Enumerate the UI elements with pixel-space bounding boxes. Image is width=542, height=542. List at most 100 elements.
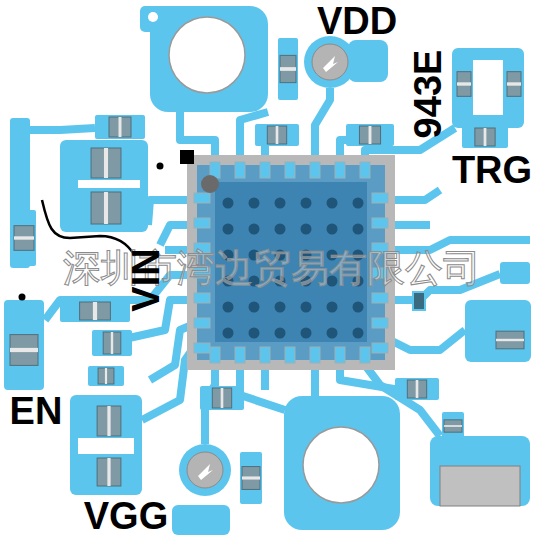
ic-pin [194,343,210,353]
trace [365,365,440,436]
smd-component [494,320,526,360]
thermal-via [353,224,364,235]
ic-pin [235,347,245,363]
smd-component [505,56,523,112]
trace [142,350,192,420]
smd-component [10,335,38,366]
smd-component [12,210,36,266]
trace [390,330,465,350]
small-pad [440,466,520,506]
smd-component [346,124,394,146]
smd-component [105,368,107,384]
smd-component [278,38,298,100]
thermal-via [327,328,338,339]
thermal-via [275,224,286,235]
smd-component [104,192,108,224]
smd-component [267,126,286,144]
copper [172,505,230,535]
smd-component [475,128,495,146]
smd-component [14,236,34,239]
smd-component [255,124,299,146]
thermal-via [249,328,260,339]
smd-component [111,332,113,354]
smd-component [200,386,244,410]
ic-pin [372,193,388,203]
smd-component [276,126,279,144]
net-label: VIN [127,248,165,311]
smd-component [221,388,224,408]
white-gap [78,438,134,454]
smd-component [242,476,260,479]
ic-pin [372,293,388,303]
ic-pin [335,162,345,178]
copper [70,395,142,495]
ic-pin [235,162,245,178]
smd-component [507,72,521,97]
white-gap [78,180,140,188]
test-point [148,12,158,22]
ic-pin [194,218,210,228]
thermal-via [353,302,364,313]
smd-component [72,146,140,180]
smd-component [369,126,372,144]
smd-component [455,56,473,112]
ic-pin [194,318,210,328]
ic-pin [260,162,270,178]
silkscreen-line [42,200,135,256]
ic-pin [310,162,320,178]
ic-pin [194,293,210,303]
smd-component [82,404,136,438]
smd-component [280,55,296,82]
smd-component [60,300,130,322]
smd-component [444,420,462,432]
pin1-marker [157,163,164,170]
mounting-hole [303,427,379,503]
ic-pin [260,347,270,363]
smd-component [82,456,136,488]
thermal-via [327,224,338,235]
thermal-via [353,198,364,209]
thermal-via [301,224,312,235]
trace [315,88,330,160]
copper [465,300,531,362]
net-label: VDD [317,2,397,40]
copper [284,396,400,530]
smd-component [93,302,97,320]
net-label: TRG [452,151,532,189]
smd-component [255,124,299,146]
smd-component [212,388,231,408]
smd-component [395,378,439,400]
thermal-via [275,328,286,339]
smd-component [91,192,121,224]
pin1-marker [180,150,194,164]
smd-component [109,117,131,137]
copper [140,6,174,32]
small-pad [413,292,425,310]
smd-component [462,126,508,148]
ic-pin [372,343,388,353]
smd-component [91,148,121,178]
pin1-marker [19,294,26,301]
smd-component [505,56,523,112]
test-point [323,56,338,72]
smd-component [494,320,526,360]
ic-pin [360,162,370,178]
test-point [312,44,348,80]
smd-component [119,117,122,137]
smd-component [457,72,471,97]
thermal-via [249,302,260,313]
copper [430,436,530,506]
smd-component [80,302,111,320]
ic-pin [285,162,295,178]
thermal-via [223,198,234,209]
smd-component [242,467,260,490]
thermal-via [249,224,260,235]
smd-component [10,348,38,352]
smd-component [95,115,145,139]
smd-component [240,452,262,504]
watermark: 深圳市湾边贸易有限公司 [63,249,481,287]
ic-pin [372,318,388,328]
ic-pin [194,193,210,203]
thermal-via [223,302,234,313]
